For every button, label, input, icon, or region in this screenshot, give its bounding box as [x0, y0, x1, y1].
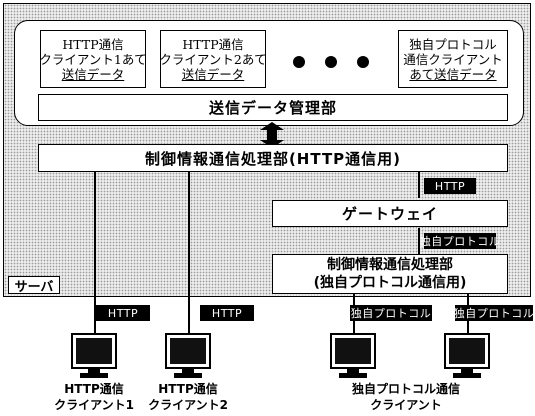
- http-badge: HTTP: [424, 178, 476, 194]
- control-http-box: 制御情報通信処理部(HTTP通信用): [38, 144, 508, 172]
- control-proprietary-line1: 制御情報通信処理部: [327, 257, 453, 273]
- connector-line-client1: [94, 172, 96, 334]
- data-box-client2: HTTP通信 クライアント2あて 送信データ: [159, 30, 267, 88]
- client-label-line1: HTTP通信: [158, 382, 218, 396]
- data-box-line2: 通信クライアント: [403, 51, 503, 67]
- link-badge-client1: HTTP: [96, 305, 150, 321]
- link-badge-client3: 独自プロトコル: [350, 305, 432, 321]
- proprietary-badge-label: 独自プロトコル: [419, 235, 501, 248]
- client-label-line1: 独自プロトコル通信: [351, 382, 460, 396]
- client-label-http2: HTTP通信 クライアント2: [140, 381, 236, 413]
- link-badge-client2: HTTP: [200, 305, 254, 321]
- client-label-line2: クライアント2: [148, 398, 228, 412]
- client-label-proprietary: 独自プロトコル通信 クライアント: [336, 381, 476, 413]
- monitor-icon: [71, 333, 117, 378]
- data-box-line3: 送信データ: [181, 66, 245, 82]
- gateway-box: ゲートウェイ: [272, 200, 508, 227]
- ellipsis-dot: [293, 56, 305, 68]
- data-box-line3: 送信データ: [61, 66, 125, 82]
- control-proprietary-line2: (独自プロトコル通信用): [313, 275, 467, 291]
- link-badge-label: 独自プロトコル: [453, 307, 535, 320]
- control-http-label: 制御情報通信処理部(HTTP通信用): [144, 149, 402, 168]
- connector-line-gateway: [418, 172, 420, 198]
- data-box-proprietary: 独自プロトコル 通信クライアント あて送信データ: [398, 30, 508, 88]
- data-box-line2: クライアント2あて: [159, 51, 267, 67]
- data-box-client1: HTTP通信 クライアント1あて 送信データ: [39, 30, 147, 88]
- send-data-manager-label: 送信データ管理部: [208, 99, 337, 117]
- client-label-line2: クライアント1: [54, 398, 134, 412]
- ellipsis-dot: [325, 56, 337, 68]
- server-label-text: サーバ: [14, 279, 54, 295]
- monitor-icon: [444, 333, 490, 378]
- server-label: サーバ: [8, 276, 60, 295]
- connector-line-proprietary: [418, 228, 420, 254]
- link-badge-label: HTTP: [211, 306, 243, 320]
- link-badge-label: HTTP: [107, 306, 139, 320]
- proprietary-badge: 独自プロトコル: [420, 233, 500, 249]
- data-box-line2: クライアント1あて: [39, 51, 147, 67]
- gateway-label: ゲートウェイ: [341, 205, 438, 223]
- client-label-http1: HTTP通信 クライアント1: [46, 381, 142, 413]
- monitor-icon: [330, 333, 376, 378]
- send-data-manager-box: 送信データ管理部: [38, 94, 508, 121]
- client-label-line1: HTTP通信: [64, 382, 124, 396]
- data-box-line1: 独自プロトコル: [409, 36, 497, 52]
- ellipsis-dot: [357, 56, 369, 68]
- control-proprietary-box: 制御情報通信処理部 (独自プロトコル通信用): [272, 254, 508, 294]
- data-box-line1: HTTP通信: [62, 36, 124, 52]
- data-box-line3: あて送信データ: [409, 66, 497, 82]
- monitor-icon: [165, 333, 211, 378]
- link-badge-client4: 独自プロトコル: [453, 305, 535, 321]
- link-badge-label: 独自プロトコル: [350, 307, 432, 320]
- http-badge-label: HTTP: [434, 179, 466, 193]
- connector-line-client2: [188, 172, 190, 334]
- data-box-line1: HTTP通信: [182, 36, 244, 52]
- client-label-line2: クライアント: [370, 398, 442, 412]
